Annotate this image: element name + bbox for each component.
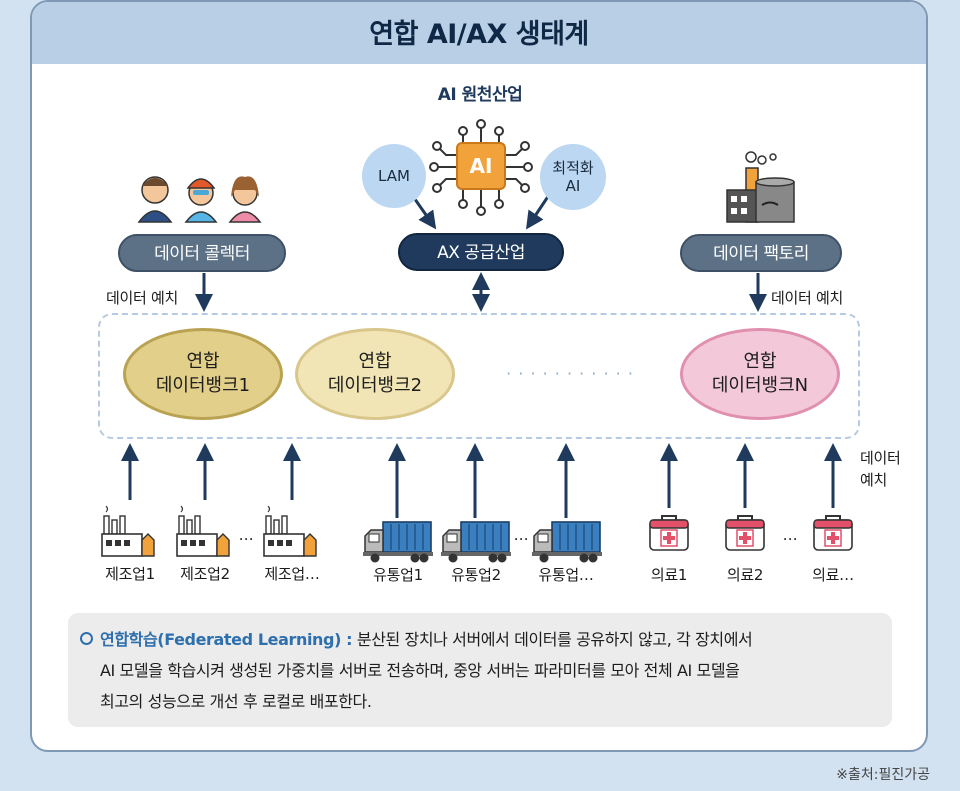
data-bank-n-line2: 데이터뱅크N bbox=[711, 375, 809, 396]
data-collector-pill: 데이터 콜렉터 bbox=[118, 234, 286, 272]
medical-1-label: 의료1 bbox=[650, 566, 688, 584]
optimized-ai-label: 최적화 AI bbox=[552, 159, 594, 195]
bullet-icon bbox=[80, 632, 93, 645]
data-bank-n: 연합 데이터뱅크N bbox=[680, 328, 840, 420]
data-bank-1: 연합 데이터뱅크1 bbox=[123, 328, 283, 420]
card-header bbox=[32, 2, 926, 64]
lam-bubble: LAM bbox=[362, 144, 426, 208]
deposit-label-bottom: 데이터 예치 bbox=[860, 449, 901, 489]
note-line-2: AI 모델을 학습시켜 생성된 가중치를 서버로 전송하며, 중앙 서버는 파라… bbox=[100, 661, 740, 680]
gap-ellipsis: … bbox=[782, 526, 798, 544]
federated-learning-note bbox=[68, 613, 892, 727]
distribution-n-label: 유통업… bbox=[538, 566, 594, 584]
gap-ellipsis: … bbox=[513, 526, 529, 544]
optimized-ai-bubble: 최적화 AI bbox=[540, 144, 606, 210]
manufacturing-2-label: 제조업2 bbox=[180, 565, 230, 583]
manufacturing-n-label: 제조업… bbox=[264, 565, 320, 583]
gap-ellipsis: … bbox=[238, 526, 254, 544]
ai-chip-body bbox=[456, 142, 506, 190]
opt-ai-to-ax-arrow bbox=[526, 194, 551, 230]
manufacturing-1-label: 제조업1 bbox=[105, 565, 155, 583]
distribution-2-label: 유통업2 bbox=[451, 566, 501, 584]
lam-label: LAM bbox=[378, 167, 410, 185]
data-bank-2-line1: 연합 bbox=[358, 351, 392, 372]
medical-n-label: 의료… bbox=[812, 566, 854, 584]
ai-source-industry-label: AI 원천산업 bbox=[437, 85, 523, 105]
data-bank-2-line2: 데이터뱅크2 bbox=[327, 375, 423, 396]
federated-data-bank-group bbox=[98, 313, 860, 439]
deposit-label-right: 데이터 예치 bbox=[771, 289, 843, 307]
factory-icon bbox=[726, 151, 795, 223]
bank-ellipsis-dots: · · · · · · · · · · · bbox=[506, 364, 634, 383]
note-line-1: 분산된 장치나 서버에서 데이터를 공유하지 않고, 각 장치에서 bbox=[352, 630, 753, 649]
note-text: 연합학습(Federated Learning) : 분산된 장치나 서버에서 … bbox=[100, 624, 890, 717]
medical-2-label: 의료2 bbox=[726, 566, 764, 584]
data-bank-2: 연합 데이터뱅크2 bbox=[295, 328, 455, 420]
distribution-1-label: 유통업1 bbox=[373, 566, 423, 584]
people-icon bbox=[137, 176, 262, 223]
source-up-arrows bbox=[121, 443, 842, 518]
page-title: 연합 AI/AX 생태계 bbox=[369, 19, 589, 50]
data-bank-1-line2: 데이터뱅크1 bbox=[155, 375, 251, 396]
source-credit: ※출처:필진가공 bbox=[836, 767, 930, 783]
deposit-label-left: 데이터 예치 bbox=[106, 289, 178, 307]
ax-supply-pill: AX 공급산업 bbox=[398, 233, 564, 271]
note-heading: 연합학습(Federated Learning) : bbox=[100, 630, 353, 649]
ai-chip-label: AI bbox=[469, 154, 493, 178]
data-bank-1-line1: 연합 bbox=[186, 351, 220, 372]
data-factory-pill: 데이터 팩토리 bbox=[680, 234, 842, 272]
note-line-3: 최고의 성능으로 개선 후 로컬로 배포한다. bbox=[100, 692, 372, 711]
data-bank-n-line1: 연합 bbox=[743, 351, 777, 372]
